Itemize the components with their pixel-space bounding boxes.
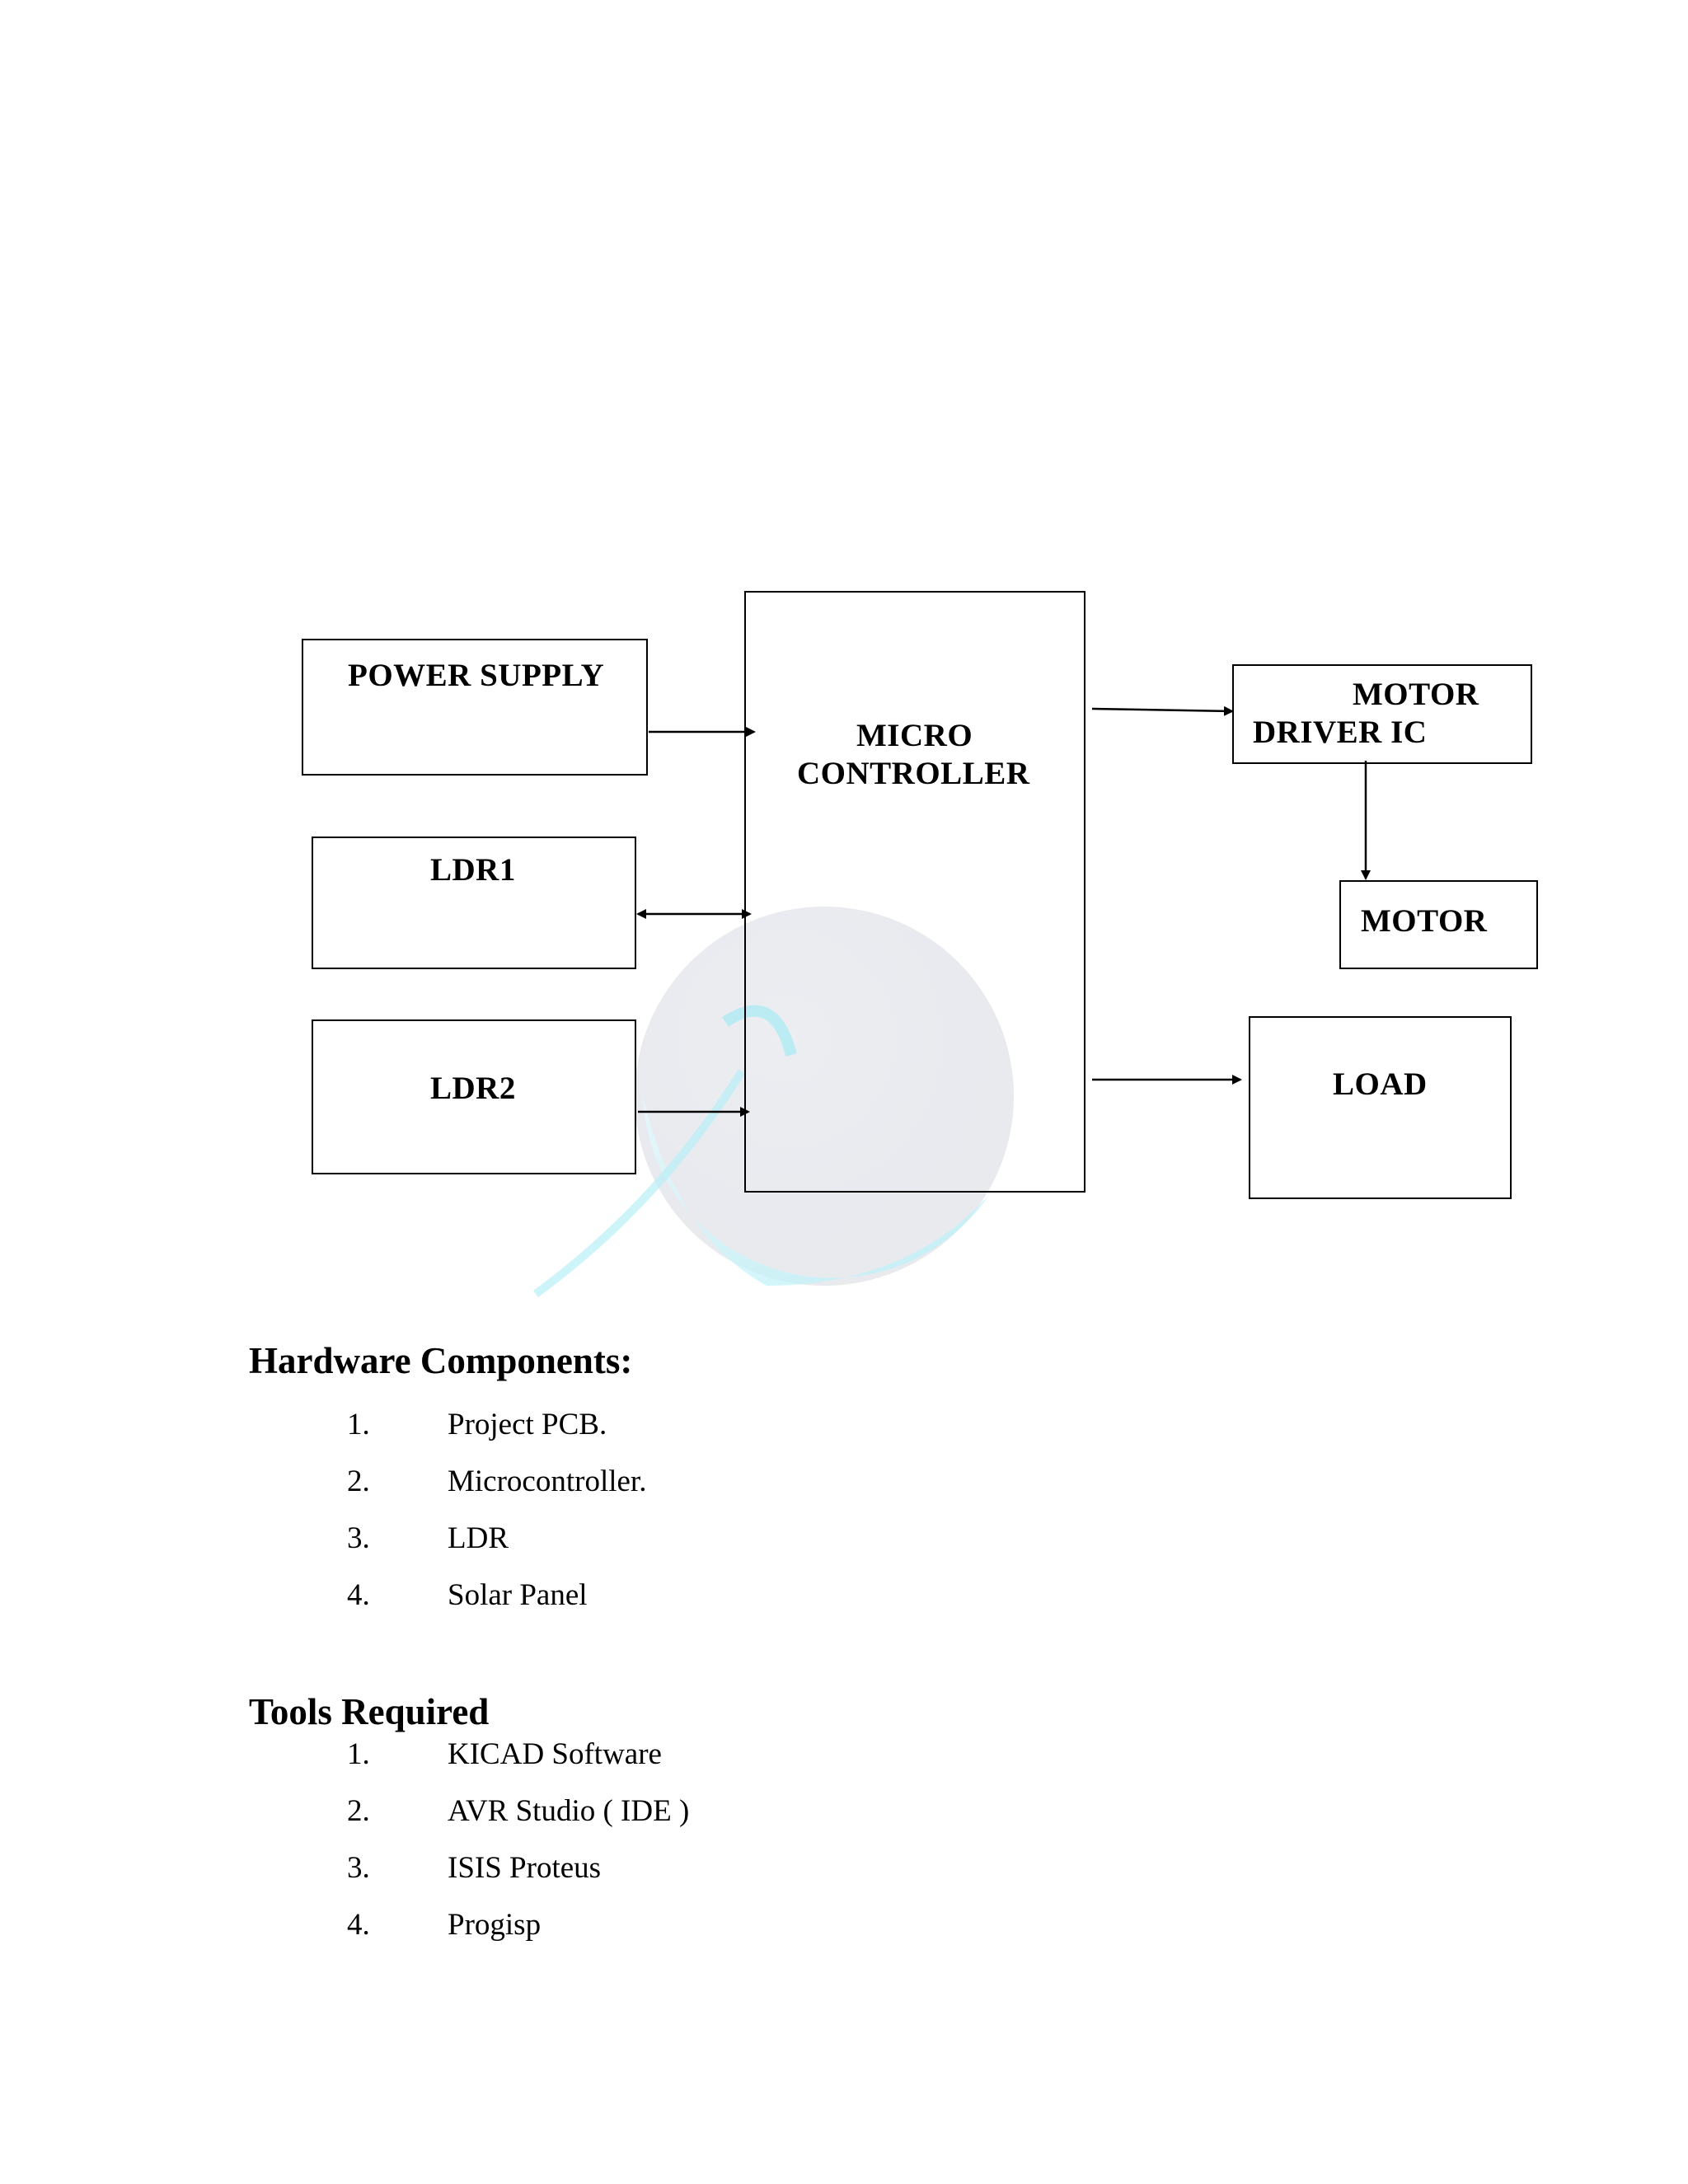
hardware-item-number: 1. xyxy=(347,1408,370,1441)
ldr1-block xyxy=(312,837,636,969)
tools-item-text: KICAD Software xyxy=(448,1737,662,1771)
ldr2-block xyxy=(312,1019,636,1174)
ldr1-label: LDR1 xyxy=(430,852,516,888)
tools-heading: Tools Required xyxy=(249,1691,490,1732)
power-supply-label: POWER SUPPLY xyxy=(348,658,605,693)
power-supply-block xyxy=(302,639,648,776)
tools-item-number: 3. xyxy=(347,1851,370,1885)
tools-item-number: 2. xyxy=(347,1794,370,1828)
load-label: LOAD xyxy=(1333,1066,1428,1102)
motor-driver-block xyxy=(1232,664,1532,764)
hardware-item-number: 2. xyxy=(347,1465,370,1498)
motor-block xyxy=(1339,880,1538,969)
arrow-mcu-to-driver xyxy=(1091,705,1234,716)
tools-item-text: ISIS Proteus xyxy=(448,1851,602,1885)
tools-item-number: 4. xyxy=(347,1908,370,1942)
motor-driver-label-line1: MOTOR xyxy=(1353,677,1479,712)
hardware-item-text: Solar Panel xyxy=(448,1578,588,1612)
tools-item-number: 1. xyxy=(347,1737,370,1771)
tools-item-text: AVR Studio ( IDE ) xyxy=(448,1794,690,1828)
hardware-item-text: Microcontroller. xyxy=(448,1465,647,1498)
hardware-item-text: Project PCB. xyxy=(448,1408,607,1441)
hardware-item-text: LDR xyxy=(448,1521,509,1555)
tools-item-text: Progisp xyxy=(448,1908,542,1942)
hardware-heading: Hardware Components: xyxy=(249,1340,633,1381)
micro-controller-label-line1: MICRO xyxy=(856,718,973,753)
micro-controller-block xyxy=(744,591,1085,1193)
motor-label: MOTOR xyxy=(1361,903,1488,939)
load-block xyxy=(1249,1016,1512,1199)
hardware-item-number: 4. xyxy=(347,1578,370,1612)
ldr2-label: LDR2 xyxy=(430,1071,516,1106)
motor-driver-label-line2: DRIVER IC xyxy=(1253,715,1428,750)
hardware-item-number: 3. xyxy=(347,1521,370,1555)
micro-controller-label-line2: CONTROLLER xyxy=(797,756,1030,791)
